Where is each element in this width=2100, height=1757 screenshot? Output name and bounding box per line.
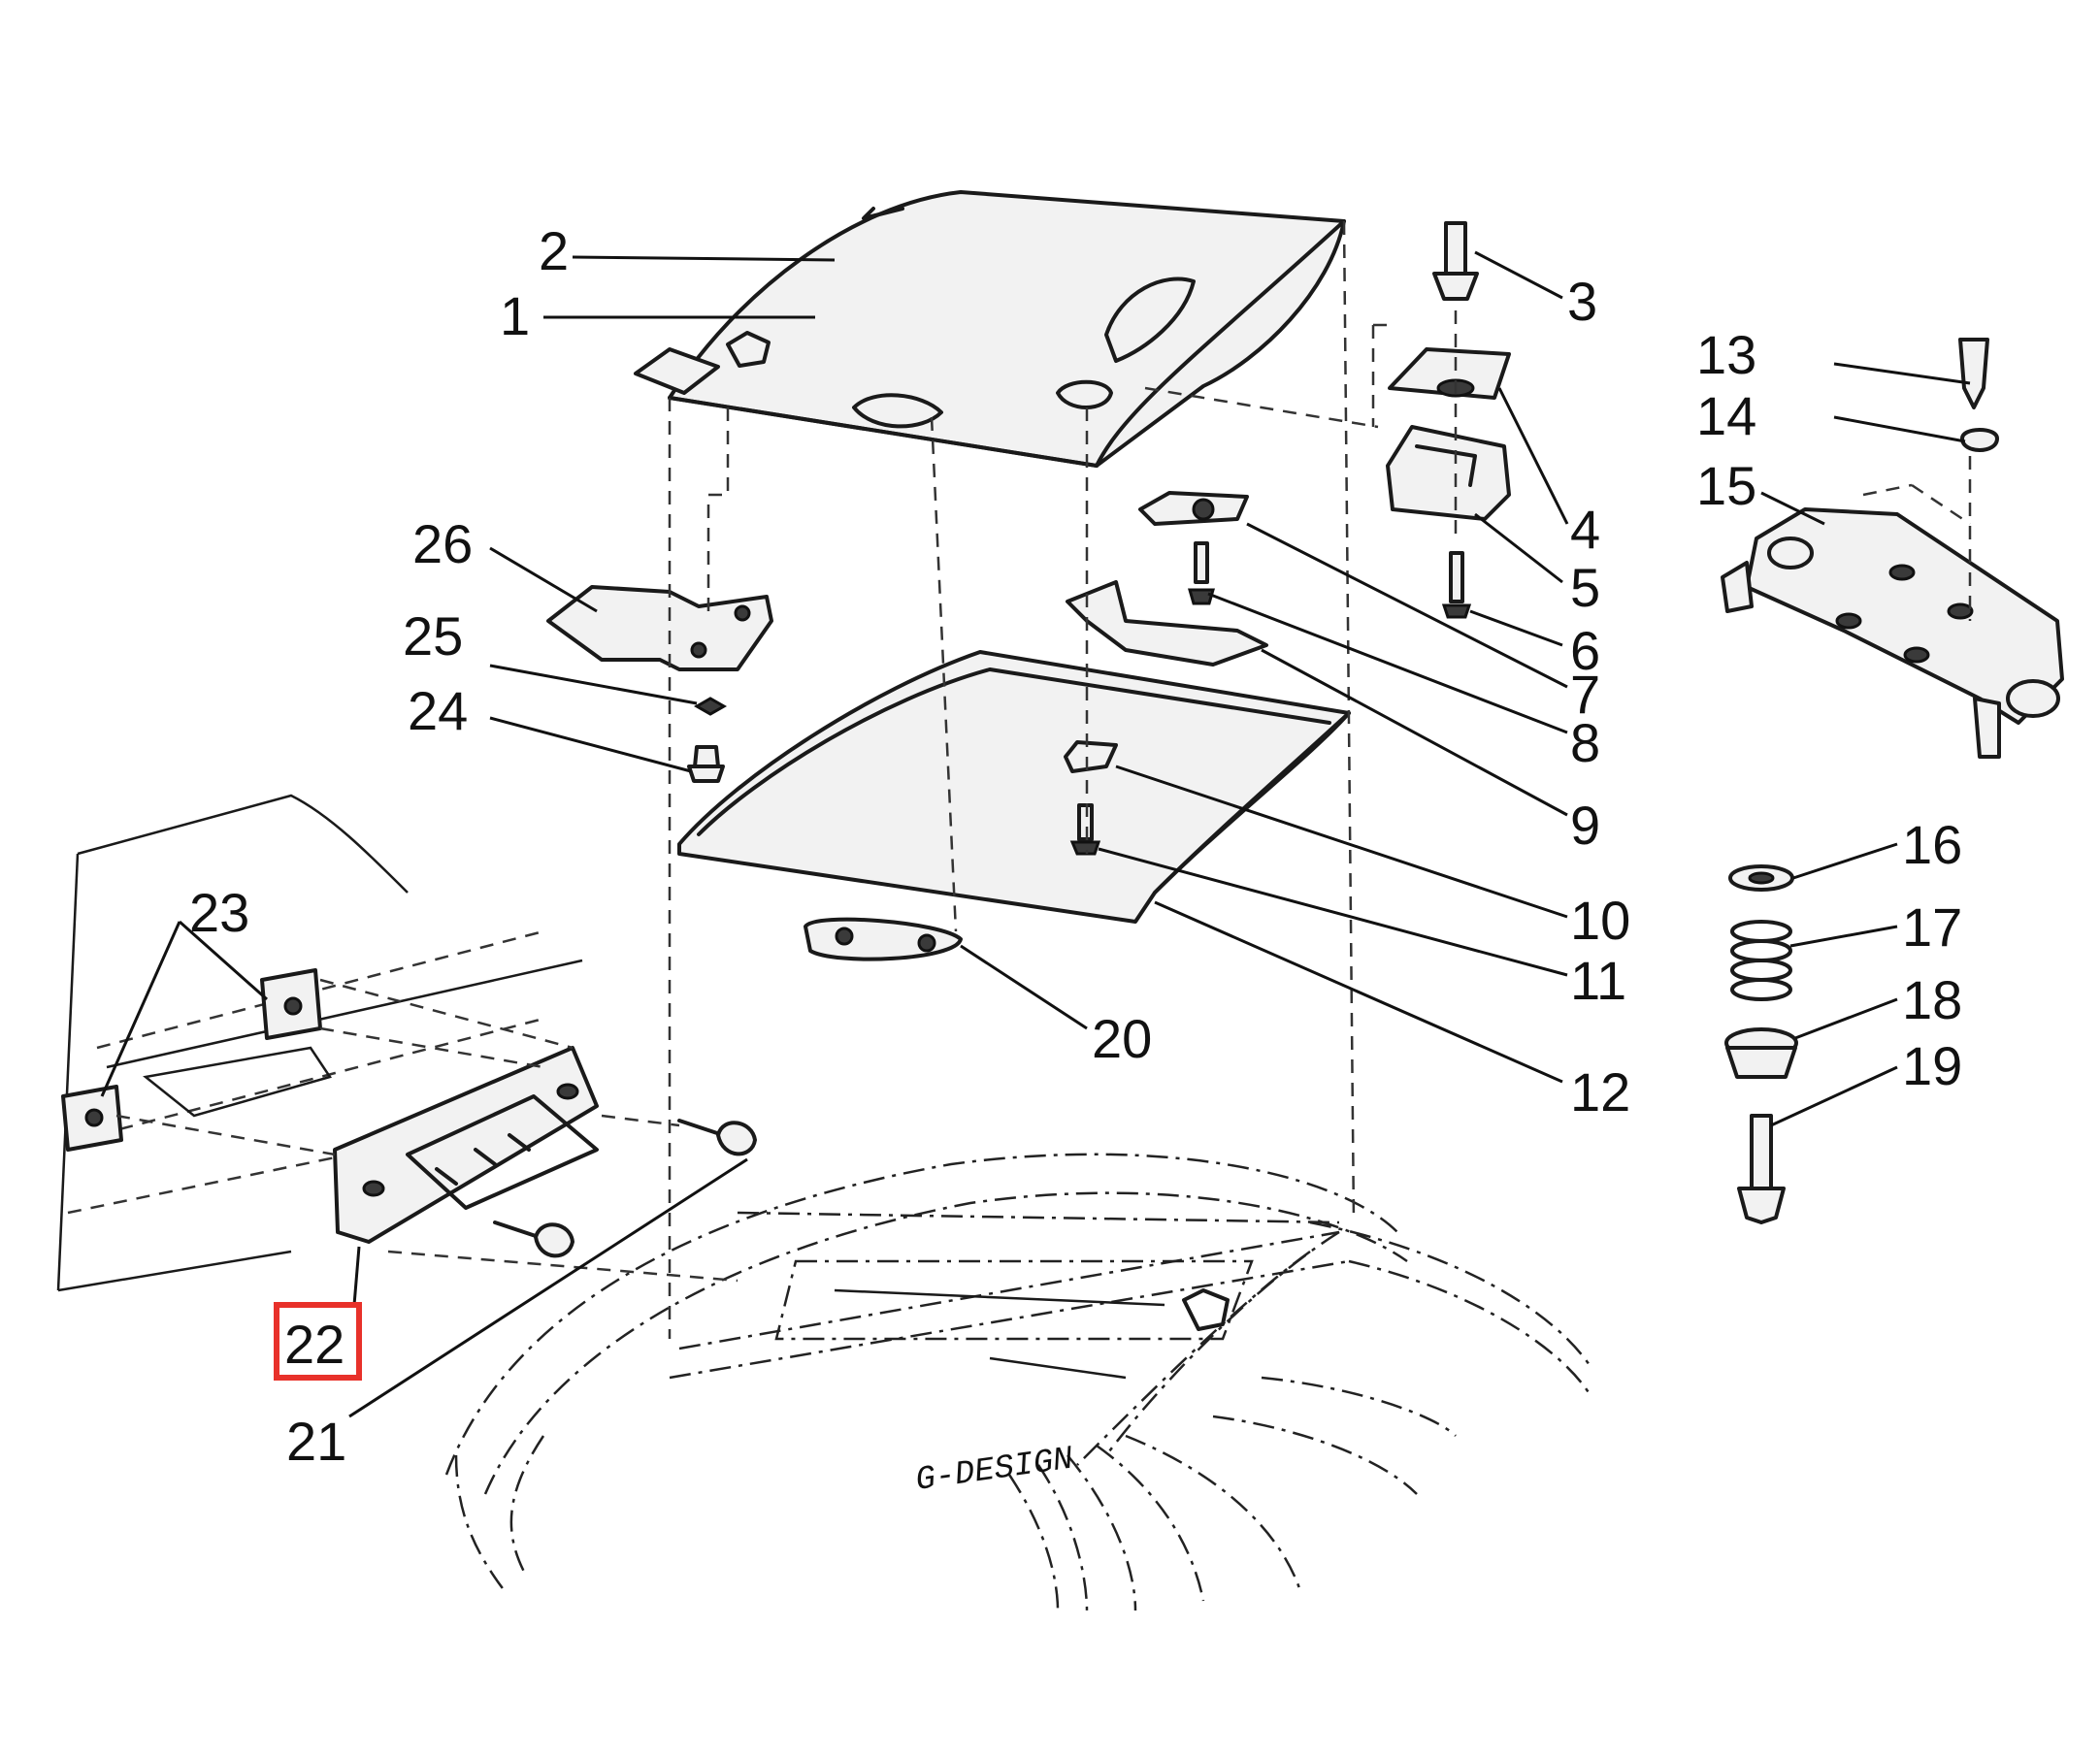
callout-14: 14 bbox=[1696, 385, 1756, 446]
roof-handle-recess bbox=[1104, 277, 1196, 363]
bracket-plate bbox=[546, 585, 773, 671]
callout-22: 22 bbox=[284, 1314, 345, 1375]
callout-5: 5 bbox=[1570, 557, 1600, 618]
washer-14 bbox=[1960, 428, 1999, 452]
stud-19 bbox=[1750, 1114, 1773, 1190]
hinge-arm bbox=[1066, 580, 1268, 667]
callout-10: 10 bbox=[1570, 890, 1630, 951]
leader-lines bbox=[100, 250, 1971, 1418]
spring-17 bbox=[1730, 920, 1792, 1001]
screw-11 bbox=[1069, 840, 1101, 856]
pin-3 bbox=[1444, 221, 1467, 276]
grab-handle-22 bbox=[333, 1046, 599, 1244]
callout-24: 24 bbox=[408, 680, 468, 741]
callout-17: 17 bbox=[1902, 896, 1962, 958]
handle-grip bbox=[804, 917, 963, 961]
screw-21b bbox=[493, 1220, 574, 1258]
callout-21: 21 bbox=[286, 1411, 346, 1472]
callout-9: 9 bbox=[1570, 795, 1600, 856]
callout-16: 16 bbox=[1902, 814, 1962, 875]
roof-panel-tab bbox=[634, 347, 720, 395]
callout-highlight-box bbox=[274, 1302, 362, 1381]
screw-13 bbox=[1958, 338, 1989, 409]
callout-4: 4 bbox=[1570, 499, 1600, 560]
callout-12: 12 bbox=[1570, 1061, 1630, 1123]
screw-8 bbox=[1188, 588, 1215, 605]
sunroof-frame bbox=[677, 650, 1351, 924]
callout-2: 2 bbox=[539, 220, 569, 281]
roof-panel bbox=[634, 190, 1346, 468]
callout-25: 25 bbox=[403, 605, 463, 667]
washer-25 bbox=[693, 697, 728, 716]
callout-1: 1 bbox=[500, 285, 530, 346]
callout-3: 3 bbox=[1567, 271, 1597, 332]
interior-trim-panel bbox=[56, 794, 583, 1292]
latch-body-5 bbox=[1386, 425, 1511, 521]
callout-labels: 2 1 3 4 5 6 7 8 9 10 11 12 13 14 15 16 1… bbox=[189, 220, 1962, 1472]
callout-7: 7 bbox=[1570, 664, 1600, 725]
screw-6 bbox=[1449, 551, 1464, 603]
screw-21a bbox=[677, 1119, 757, 1156]
car-roof-outline bbox=[444, 1153, 1593, 1611]
alignment-lines bbox=[115, 220, 1972, 1339]
g-design-stamp: G-DESIGN bbox=[913, 1441, 1076, 1499]
roof-grab-slot bbox=[852, 393, 943, 429]
callout-8: 8 bbox=[1570, 712, 1600, 773]
callout-15: 15 bbox=[1696, 455, 1756, 516]
bolt-24 bbox=[687, 765, 725, 783]
callout-23: 23 bbox=[189, 882, 249, 943]
callout-18: 18 bbox=[1902, 969, 1962, 1030]
callout-11: 11 bbox=[1570, 950, 1626, 1011]
callout-13: 13 bbox=[1696, 324, 1756, 385]
roof-fastener-icon bbox=[1182, 1288, 1230, 1331]
plate-10 bbox=[1064, 740, 1118, 773]
callout-6: 6 bbox=[1570, 620, 1600, 681]
callout-19: 19 bbox=[1902, 1035, 1962, 1096]
callout-20: 20 bbox=[1092, 1008, 1152, 1069]
callout-26: 26 bbox=[412, 513, 473, 574]
